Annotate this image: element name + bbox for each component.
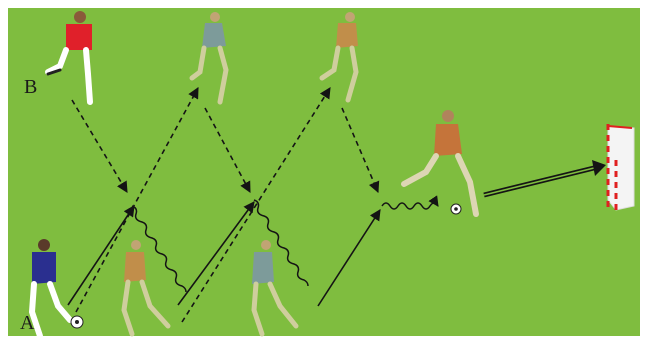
goal-icon [608,124,634,210]
soccer-ball-icon [71,316,83,328]
pitch-field [8,8,640,336]
player-b-label: B [24,76,37,99]
player-a-label: A [20,312,34,335]
soccer-ball-icon [451,204,461,214]
